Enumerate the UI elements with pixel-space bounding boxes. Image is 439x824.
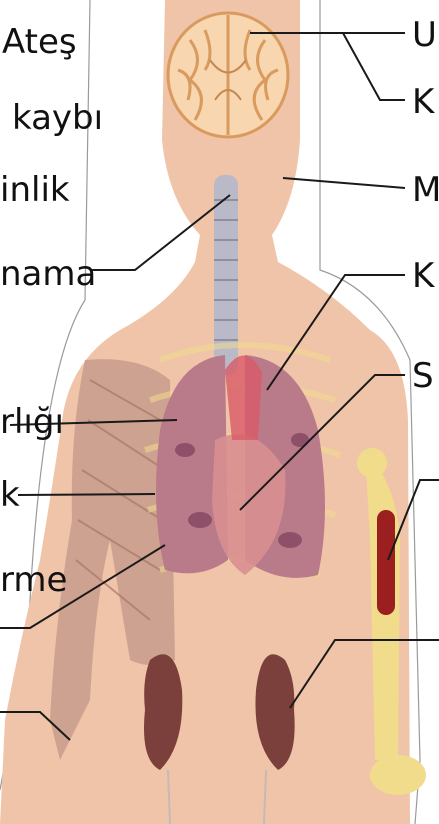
- brain: [168, 13, 288, 137]
- label-m: M: [412, 170, 439, 210]
- label-ates: Ateş: [2, 22, 77, 62]
- label-nama: nama: [0, 254, 96, 294]
- label-s: S: [412, 356, 434, 396]
- label-k: k: [0, 475, 20, 515]
- label-rligi: rlığı: [0, 402, 64, 442]
- label-u: U: [412, 15, 437, 55]
- label-k-lower: K: [412, 256, 434, 296]
- label-k-right: K: [412, 82, 434, 122]
- label-rme: rme: [0, 560, 67, 600]
- label-inlik: inlik: [0, 170, 70, 210]
- label-kaybi: kaybı: [12, 98, 103, 138]
